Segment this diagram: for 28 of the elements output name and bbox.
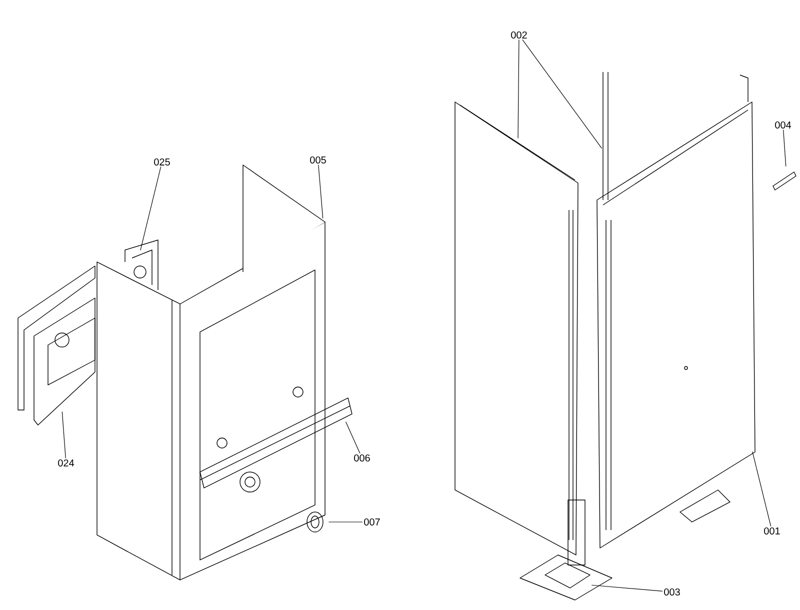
- leader-line: [752, 451, 772, 527]
- base-foot-drawing: [520, 500, 612, 600]
- callout-number: 006: [354, 454, 370, 462]
- grommet-drawing: [306, 512, 324, 532]
- callout-number: 002: [511, 31, 527, 39]
- leader-line: [591, 584, 663, 592]
- leader-line: [522, 39, 602, 149]
- clip-drawing: [772, 172, 796, 190]
- back-plate-drawing: [18, 266, 96, 426]
- callout-number: 024: [58, 459, 74, 467]
- callout-number: 025: [154, 158, 170, 166]
- callout-number: 005: [310, 156, 326, 164]
- callout-number: 003: [664, 588, 680, 596]
- leader-line: [518, 39, 520, 139]
- strip-drawing: [200, 398, 352, 488]
- casing-drawing: [96, 164, 326, 580]
- leader-line: [783, 129, 786, 167]
- callout-number: 007: [364, 518, 380, 526]
- side-panel-drawing: [454, 102, 578, 556]
- side-panel-drawing: [596, 74, 756, 548]
- leader-line: [140, 166, 162, 251]
- post-drawing: [602, 72, 608, 200]
- leader-line: [318, 164, 324, 219]
- leader-line: [62, 411, 66, 459]
- callout-number: 004: [775, 121, 792, 129]
- leader-line: [345, 421, 360, 454]
- callout-number: 001: [764, 527, 780, 535]
- bracket-drawing: [124, 240, 158, 290]
